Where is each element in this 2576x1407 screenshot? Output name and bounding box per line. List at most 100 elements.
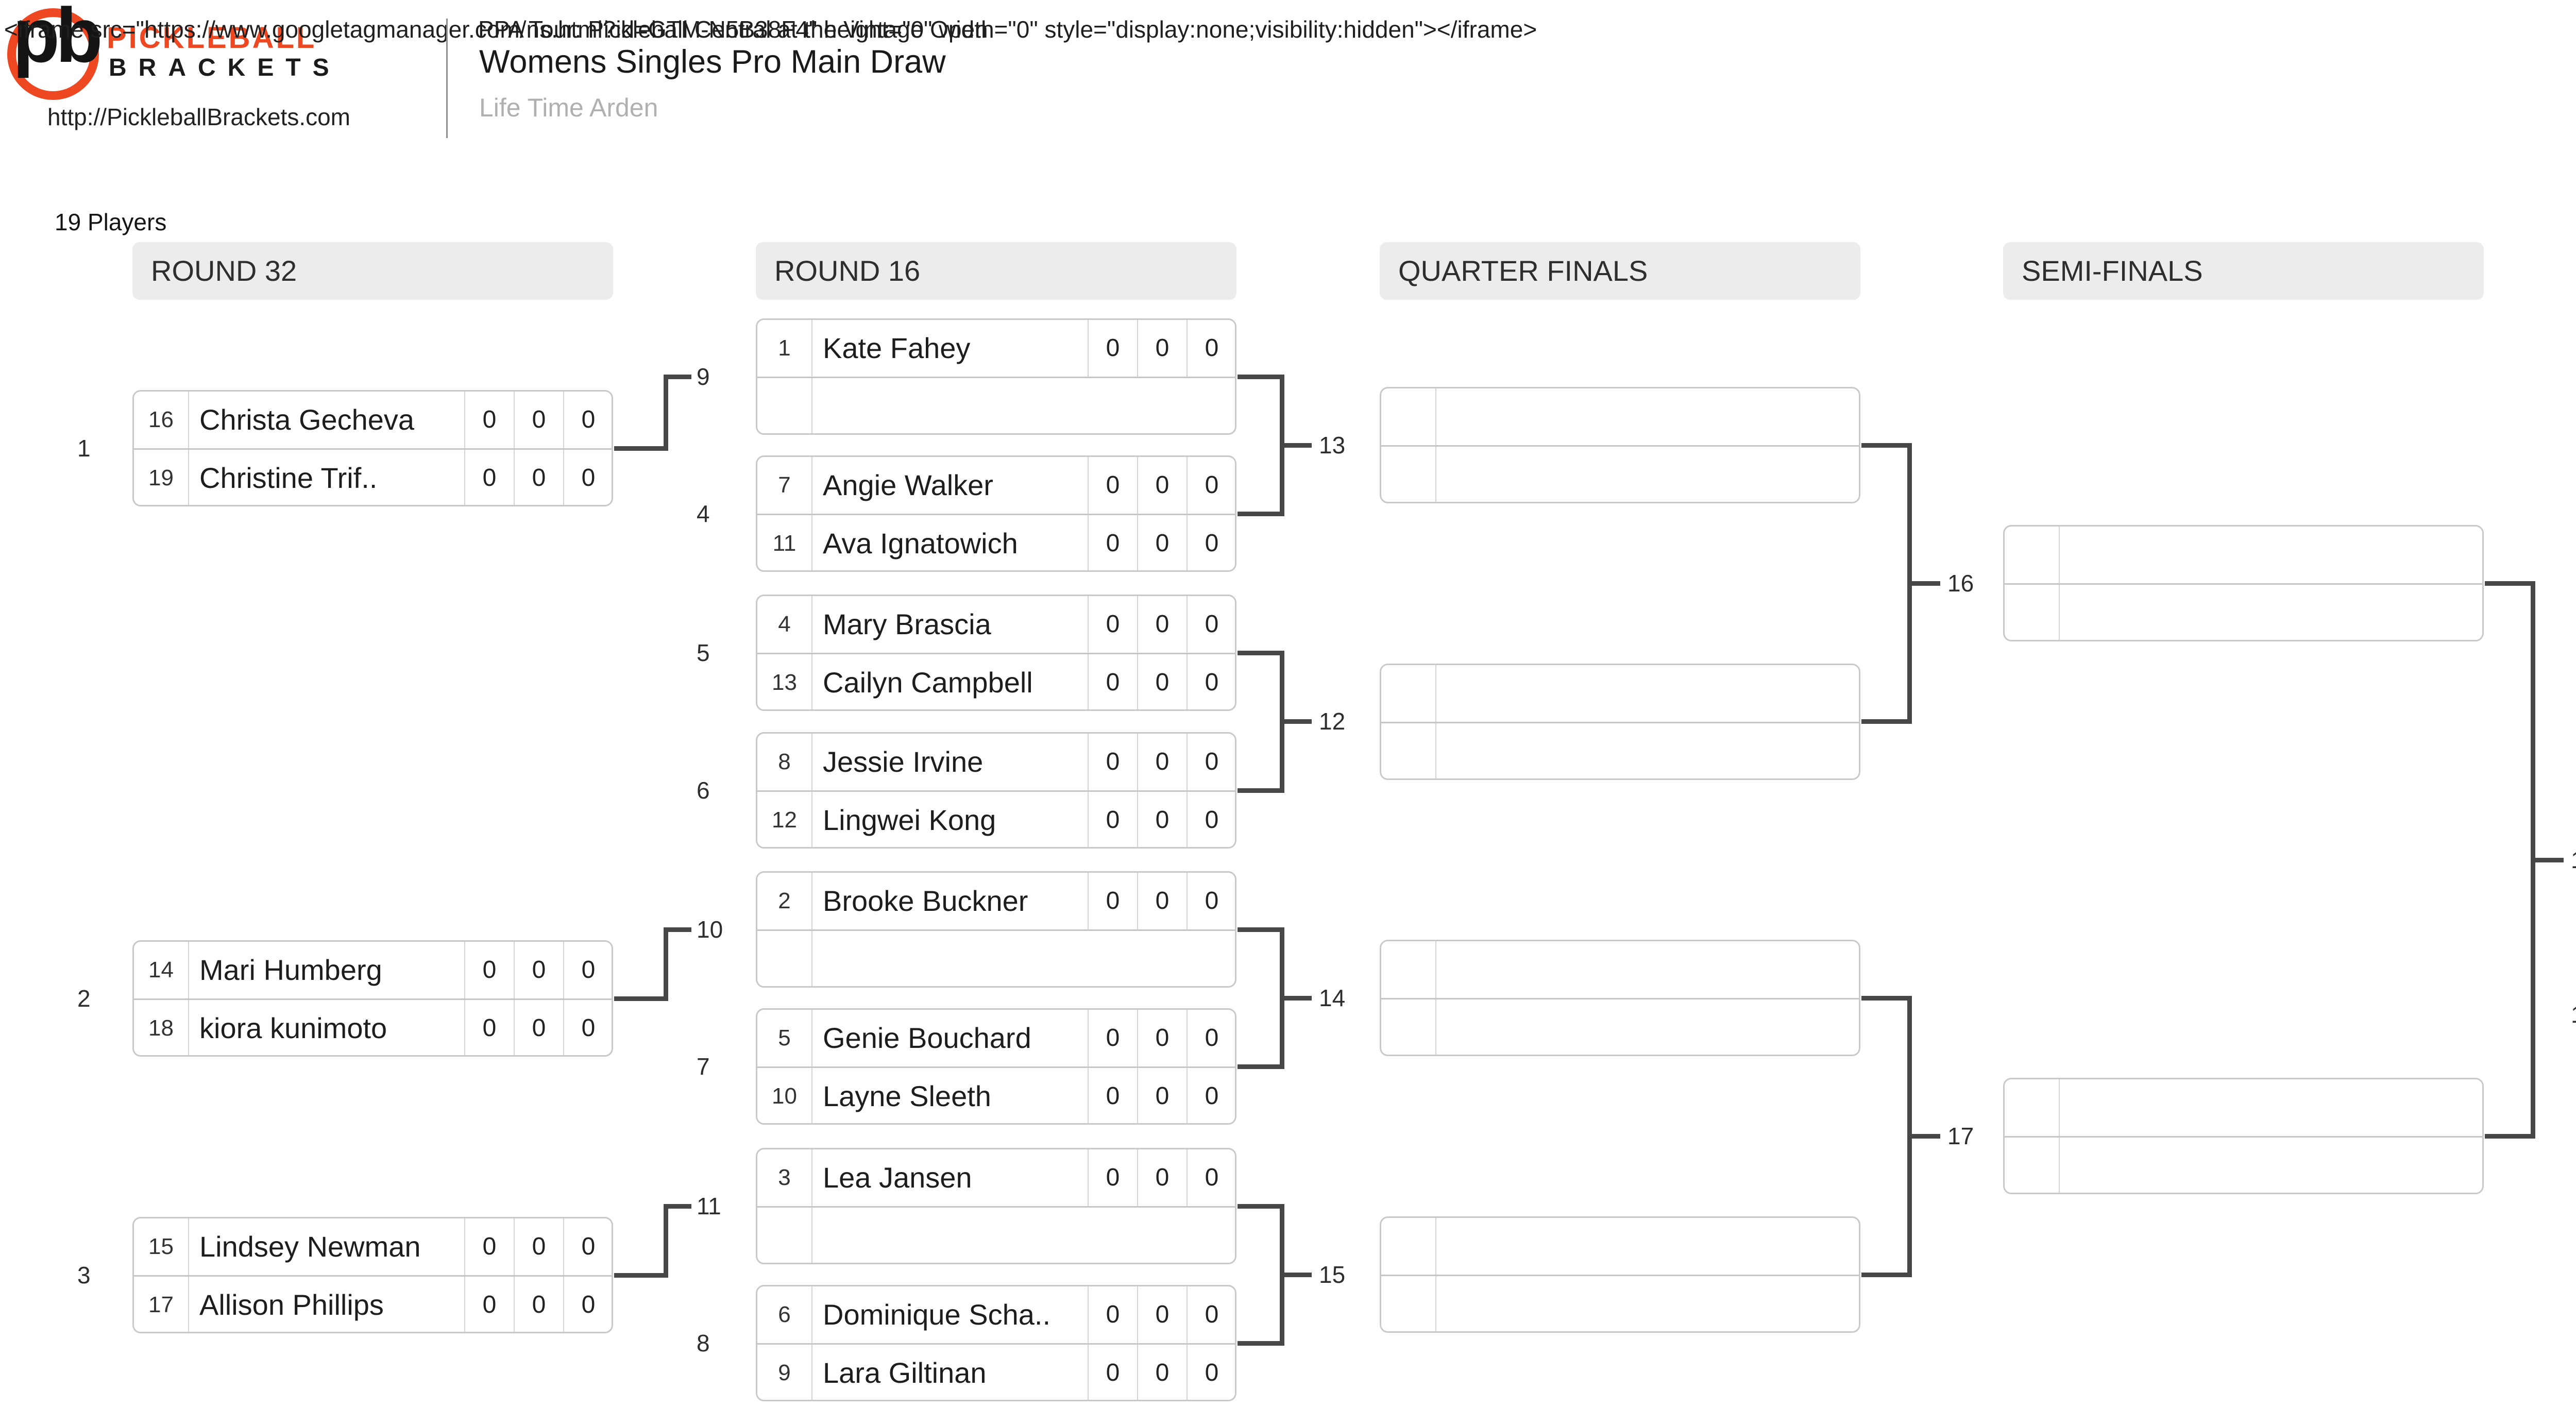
row-divider [757,653,1235,654]
match-box-6[interactable]: 8 Jessie Irvine 0 0 0 12 Lingwei Kong 0 … [756,732,1236,849]
logo-brand-brackets: BRACKETS [109,54,341,81]
score-game1: 0 [482,956,497,984]
match-number: 14 [1319,985,1346,1011]
player-slot[interactable]: 3 Lea Jansen 0 0 0 [757,1149,1235,1206]
logo-brand-pickleball: PICKLEBALL [107,21,317,55]
match-box-7[interactable]: 5 Genie Bouchard 0 0 0 10 Layne Sleeth 0… [756,1008,1236,1125]
player-slot[interactable]: 5 Genie Bouchard 0 0 0 [757,1010,1235,1066]
player-slot[interactable]: 9 Lara Giltinan 0 0 0 [757,1345,1235,1401]
match-box-17[interactable] [2003,1078,2484,1194]
player-seed: 7 [778,472,791,498]
player-slot[interactable]: 11 Ava Ignatowich 0 0 0 [757,515,1235,572]
player-slot[interactable]: 12 Lingwei Kong 0 0 0 [757,792,1235,849]
score-game1: 0 [1106,1359,1120,1386]
match-number: 11 [697,1193,721,1219]
match-box-13[interactable] [1380,387,1860,503]
match-box-15[interactable] [1380,1216,1860,1333]
player-slot-empty[interactable] [1381,388,1859,445]
player-slot[interactable]: 8 Jessie Irvine 0 0 0 [757,734,1235,790]
player-seed: 11 [772,531,796,556]
player-slot[interactable]: 18 kiora kunimoto 0 0 0 [134,1000,612,1057]
player-name: Christine Trif.. [199,462,378,494]
connector-line [1238,512,1284,516]
player-slot-empty[interactable] [2005,1079,2482,1136]
player-name: Lindsey Newman [199,1230,421,1263]
player-slot[interactable]: 4 Mary Brascia 0 0 0 [757,596,1235,653]
score-game2: 0 [1155,1024,1170,1052]
match-box-8[interactable]: 6 Dominique Scha.. 0 0 0 9 Lara Giltinan… [756,1285,1236,1401]
player-slot-empty[interactable] [2005,527,2482,583]
match-box-9[interactable]: 1 Kate Fahey 0 0 0 [756,318,1236,435]
connector-line [1907,1134,1940,1139]
player-slot[interactable]: 2 Brooke Buckner 0 0 0 [757,873,1235,929]
overlay-iframe-code: <iframe src="https://www.googletagmanage… [4,16,1537,43]
connector-line [664,927,668,1001]
row-divider [757,377,1235,378]
player-slot-empty[interactable] [2005,1138,2482,1194]
match-box-2[interactable]: 14 Mari Humberg 0 0 0 18 kiora kunimoto … [132,940,613,1057]
player-slot-empty[interactable] [1381,723,1859,780]
player-slot[interactable]: 13 Cailyn Campbell 0 0 0 [757,654,1235,711]
score-game2: 0 [1155,887,1170,914]
match-number: 10 [697,916,723,943]
match-box-1[interactable]: 16 Christa Gecheva 0 0 0 19 Christine Tr… [132,390,613,506]
score-game3: 0 [1205,1024,1219,1052]
match-number: 12 [1319,708,1346,735]
player-seed: 8 [778,749,791,774]
player-slot[interactable]: 19 Christine Trif.. 0 0 0 [134,450,612,506]
player-slot-empty[interactable] [1381,941,1859,998]
player-slot[interactable]: 17 Allison Phillips 0 0 0 [134,1277,612,1333]
score-divider [1088,320,1089,377]
score-game1: 0 [1106,1082,1120,1110]
player-slot-empty[interactable] [757,931,1235,988]
player-name: Lara Giltinan [823,1357,987,1389]
player-slot-empty[interactable] [757,378,1235,435]
score-game1: 0 [482,464,497,491]
player-seed: 17 [148,1292,174,1317]
player-slot-empty[interactable] [1381,665,1859,722]
round-header-quarterfinals: QUARTER FINALS [1380,242,1860,300]
score-game2: 0 [1155,806,1170,834]
player-slot[interactable]: 16 Christa Gecheva 0 0 0 [134,392,612,448]
player-slot[interactable]: 6 Dominique Scha.. 0 0 0 [757,1286,1235,1343]
connector-line [614,996,668,1001]
connector-line [1280,996,1312,1001]
score-game2: 0 [1155,1082,1170,1110]
match-box-4[interactable]: 7 Angie Walker 0 0 0 11 Ava Ignatowich 0… [756,455,1236,572]
player-slot[interactable]: 10 Layne Sleeth 0 0 0 [757,1068,1235,1125]
match-box-3[interactable]: 15 Lindsey Newman 0 0 0 17 Allison Phill… [132,1217,613,1333]
score-game3: 0 [1205,887,1219,914]
player-slot-empty[interactable] [1381,999,1859,1056]
player-slot-empty[interactable] [2005,585,2482,641]
score-game1: 0 [1106,669,1120,696]
match-number: 1 [77,435,91,462]
player-slot-empty[interactable] [1381,1218,1859,1275]
player-seed: 2 [778,888,791,913]
player-slot-empty[interactable] [1381,447,1859,503]
match-box-11[interactable]: 3 Lea Jansen 0 0 0 [756,1148,1236,1264]
player-slot[interactable]: 7 Angie Walker 0 0 0 [757,457,1235,514]
score-game3: 0 [1205,1359,1219,1386]
score-game1: 0 [1106,1024,1120,1052]
match-box-10[interactable]: 2 Brooke Buckner 0 0 0 [756,871,1236,988]
match-box-14[interactable] [1380,940,1860,1056]
score-divider [1088,1149,1089,1206]
player-slot[interactable]: 14 Mari Humberg 0 0 0 [134,942,612,998]
player-slot[interactable]: 15 Lindsey Newman 0 0 0 [134,1218,612,1275]
connector-line [1280,719,1312,724]
player-slot-empty[interactable] [1381,1276,1859,1333]
player-slot[interactable]: 1 Kate Fahey 0 0 0 [757,320,1235,377]
player-seed: 4 [778,612,791,637]
page-subtitle: Life Time Arden [479,93,658,122]
score-game1: 0 [482,406,497,433]
connector-line [1861,719,1912,724]
match-box-5[interactable]: 4 Mary Brascia 0 0 0 13 Cailyn Campbell … [756,595,1236,711]
score-game2: 0 [1155,471,1170,499]
player-slot-empty[interactable] [757,1208,1235,1264]
score-divider [1088,873,1089,929]
player-seed: 6 [778,1302,791,1327]
logo-url[interactable]: http://PickleballBrackets.com [47,104,351,130]
match-box-16[interactable] [2003,525,2484,641]
player-seed: 19 [148,465,174,490]
match-box-12[interactable] [1380,664,1860,780]
